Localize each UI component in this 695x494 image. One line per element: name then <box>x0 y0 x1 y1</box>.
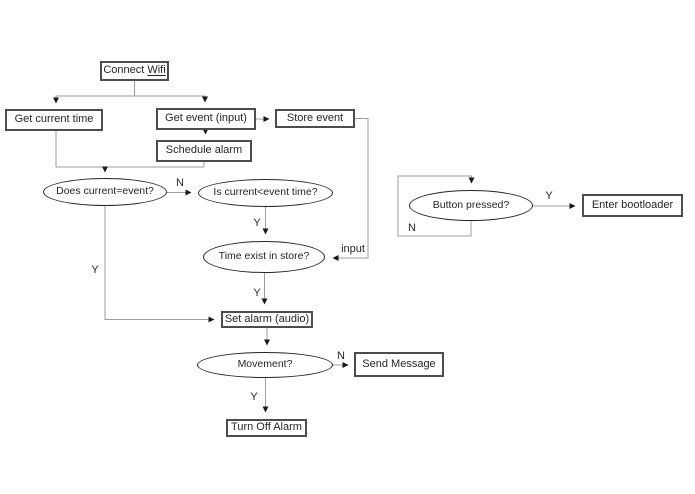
edge-storeevent-timeexist-input <box>332 118 369 261</box>
node-movement: Movement? <box>197 352 333 378</box>
node-does-current-equal-event: Does current=event? <box>43 178 167 206</box>
node-get-current-time-label: Get current time <box>14 113 94 126</box>
edge-connectwifi-getevent <box>134 95 208 103</box>
edge-label-y-time-exist: Y <box>253 287 261 299</box>
node-store-event: Store event <box>275 109 355 128</box>
node-get-event-label: Get event (input) <box>165 112 247 125</box>
edge-label-y-movement: Y <box>250 391 258 403</box>
node-get-event: Get event (input) <box>156 108 256 130</box>
node-is-current-lt-event: Is current<event time? <box>198 179 333 207</box>
edge-label-y-button: Y <box>545 190 553 202</box>
node-turn-off-alarm-label: Turn Off Alarm <box>231 421 302 434</box>
edge-label-y-left-branch: Y <box>91 264 99 276</box>
node-movement-label: Movement? <box>237 358 293 371</box>
node-store-event-label: Store event <box>286 111 344 124</box>
node-is-current-lt-event-label: Is current<event time? <box>213 186 318 199</box>
node-button-pressed-label: Button pressed? <box>432 198 510 211</box>
edge-doescurrent-setalarm-y <box>104 206 215 323</box>
edge-label-n-does-current: N <box>176 177 184 189</box>
node-connect-wifi: Connect Wifi <box>100 61 169 81</box>
node-connect-wifi-label: Connect Wifi <box>103 64 166 77</box>
node-time-exist-in-store: Time exist in store? <box>203 241 325 273</box>
edge-label-y-is-current: Y <box>253 217 261 229</box>
node-schedule-alarm: Schedule alarm <box>156 140 252 162</box>
edge-buttonpressed-self-loop-n <box>397 175 475 237</box>
edge-connectwifi-getcurrenttime <box>53 95 135 104</box>
node-button-pressed: Button pressed? <box>409 190 533 221</box>
node-does-current-equal-event-label: Does current=event? <box>56 185 154 198</box>
node-send-message-label: Send Message <box>362 357 436 370</box>
edge-label-n-button-loop: N <box>408 222 416 234</box>
node-turn-off-alarm: Turn Off Alarm <box>226 419 307 437</box>
node-enter-bootloader: Enter bootloader <box>582 194 683 217</box>
node-set-alarm-audio: Set alarm (audio) <box>221 311 313 328</box>
node-send-message: Send Message <box>354 352 444 377</box>
node-time-exist-in-store-label: Time exist in store? <box>218 250 310 263</box>
node-get-current-time: Get current time <box>5 109 103 131</box>
node-set-alarm-audio-label: Set alarm (audio) <box>224 312 310 325</box>
node-schedule-alarm-label: Schedule alarm <box>165 144 243 157</box>
edge-label-n-movement: N <box>337 350 345 362</box>
node-enter-bootloader-label: Enter bootloader <box>591 198 674 211</box>
edge-label-input: input <box>341 243 365 255</box>
